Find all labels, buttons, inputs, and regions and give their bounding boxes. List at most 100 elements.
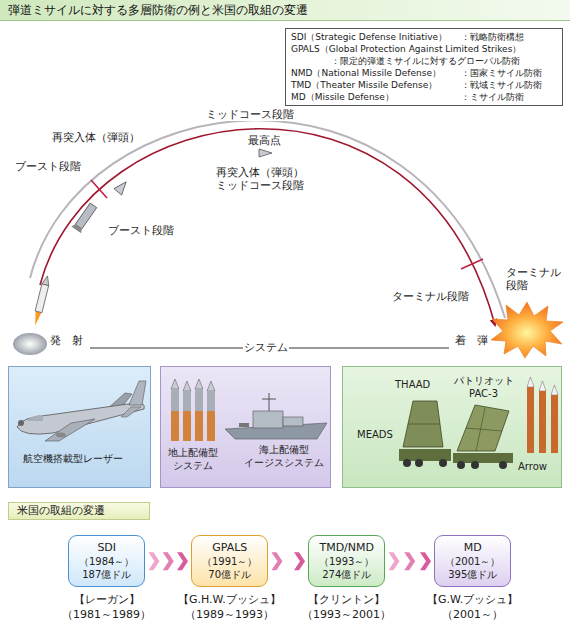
president-label: 【G.H.W.ブッシュ】 [178, 593, 281, 606]
chevron-arrow [271, 552, 305, 570]
missile-nose [42, 275, 51, 285]
abbreviation-text: ：国家ミサイル防衛 [461, 68, 542, 79]
launcher-line [476, 408, 485, 451]
launcher-line [408, 424, 440, 425]
abbreviation-text: ：限定的弾道ミサイルに対するグローバル防衛 [331, 56, 520, 67]
wheel [499, 461, 507, 469]
nose [195, 379, 203, 389]
system-name: THAAD [395, 379, 430, 392]
endpoint-label: 発 射 [50, 334, 83, 347]
rocket-body [195, 389, 203, 411]
phase-label: ターミナル 段階 [506, 266, 568, 292]
missile-body [551, 395, 558, 453]
launcher [457, 405, 509, 451]
missile-body [35, 284, 49, 313]
era-text: （1991～） [202, 555, 257, 568]
warhead [114, 179, 130, 195]
era-text: 274億ドル [319, 568, 374, 581]
abbreviation-text: NMD（National Missile Defense） [291, 68, 441, 79]
president-label: 【クリントン】 [308, 593, 385, 606]
nose [171, 379, 179, 389]
gun [239, 423, 249, 427]
phase-label: ブースト段階 [15, 160, 81, 173]
era-text: MD [445, 541, 500, 555]
system-name: Arrow [518, 461, 547, 474]
nose [539, 381, 546, 391]
abbreviation-text: ：ミサイル防衛 [461, 92, 524, 103]
trajectory-outer [30, 120, 505, 318]
abbreviation-text: TMD（Theater Missile Defense） [291, 80, 437, 91]
title-text: 弾道ミサイルに対する多層防衛の例と米国の取組の変遷 [8, 3, 308, 17]
era-text: （2001～） [445, 555, 500, 568]
era-text: 187億ドル [79, 568, 134, 581]
system-name: 航空機搭載型レーザー [23, 453, 123, 466]
heading-text: 米国の取組の変遷 [17, 504, 141, 518]
launcher-line [466, 428, 502, 431]
aegis-ship [225, 393, 327, 439]
flame [32, 311, 41, 326]
rocket-body [183, 391, 191, 411]
era-text: 395億ドル [445, 568, 500, 581]
wheel [403, 459, 411, 467]
chevron [420, 552, 431, 570]
era-box: TMD/NMD（1993～）274億ドル [308, 535, 385, 587]
chevron [404, 552, 415, 570]
era-text: （1984～） [79, 555, 134, 568]
era-text: GPALS [202, 541, 257, 555]
system-panel: 航空機搭載型レーザー [8, 366, 151, 488]
phase-label: ブースト段階 [108, 224, 174, 237]
arrow-missiles [527, 377, 558, 453]
launcher [403, 401, 443, 447]
booster-nozzle [71, 223, 83, 233]
abbreviation-text: GPALS（Global Protection Against Limited … [291, 44, 521, 55]
chevron [148, 552, 159, 570]
title-band: 弾道ミサイルに対する多層防衛の例と米国の取組の変遷 [0, 0, 570, 21]
system-name: 地上配備型 システム [165, 447, 221, 472]
phase-boundary [91, 180, 107, 198]
launch-missile [32, 275, 51, 326]
abbreviation-box: SDI（Strategic Defense Initiative）：戦略防衛構想… [285, 28, 563, 106]
term-label: （2001～） [442, 608, 503, 621]
nose [207, 381, 215, 391]
era-box: GPALS（1991～）70億ドル [191, 535, 268, 587]
term-label: （1981～1989） [62, 608, 151, 621]
system-panel: THAADパトリオット PAC-3MEADSArrow [342, 366, 562, 488]
booster-stage [71, 202, 98, 233]
rocket-body [195, 411, 203, 441]
era-box: SDI（1984～）187億ドル [68, 535, 145, 587]
term-label: （1989～1993） [185, 608, 274, 621]
president-label: 【G.W.ブッシュ】 [427, 593, 518, 606]
system-panel: 地上配備型 システム海上配備型 イージスシステム [160, 366, 331, 488]
abbreviation-text: SDI（Strategic Defense Initiative） [291, 32, 447, 43]
ground-sea-systems [161, 367, 332, 489]
impact-explosion [491, 302, 563, 358]
rocket-body [171, 411, 179, 441]
wheel [415, 459, 423, 467]
superstructure [253, 411, 283, 428]
era-box: MD（2001～）395億ドル [434, 535, 511, 587]
phase-label: ターミナル段階 [392, 290, 469, 303]
part-label: 再突入体（弾頭） ミッドコース段階 [213, 166, 308, 192]
wheel [457, 461, 465, 469]
nose [551, 385, 558, 395]
warhead [259, 149, 272, 157]
phase-label: ミッドコース段階 [205, 108, 295, 121]
apex-label: 最高点 [248, 134, 281, 147]
stabilizer [121, 407, 141, 417]
launch-smoke [13, 333, 47, 355]
rocket-body [207, 411, 215, 441]
chevron [177, 552, 188, 570]
chevron-arrow [148, 552, 188, 570]
reentry-vehicle [114, 179, 130, 195]
mast [269, 393, 270, 411]
reentry-vehicle [259, 149, 272, 157]
missile-body [527, 387, 534, 453]
endpoint-label: 着 弾 [455, 334, 488, 347]
tail-fin [129, 381, 146, 405]
era-text: （1993～） [319, 555, 374, 568]
rocket-body [183, 411, 191, 441]
chevron [271, 552, 282, 570]
era-text: TMD/NMD [319, 541, 374, 555]
trajectory-arc [40, 129, 495, 325]
